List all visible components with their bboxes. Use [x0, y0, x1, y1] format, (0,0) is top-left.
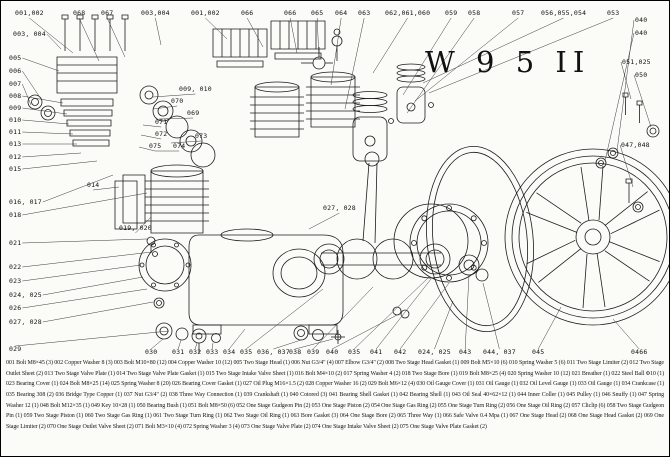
part-callout-069: 069 [187, 109, 200, 117]
leader-lines [15, 18, 651, 349]
part-callout-016-017: 016, 017 [9, 198, 42, 206]
part-callout-065: 065 [311, 9, 324, 17]
oil-plug [154, 298, 164, 308]
part-callout-036-037: 036, 037 [257, 348, 290, 356]
part-callout-068: 068 [73, 9, 86, 17]
part-callout-007: 007 [9, 80, 22, 88]
part-callout-039: 039 [307, 348, 320, 356]
part-callout-001-002: 001,002 [15, 9, 44, 17]
part-callout-041: 041 [370, 348, 383, 356]
part-callout-073: 073 [195, 132, 208, 140]
part-callout-040: 040 [326, 348, 339, 356]
pistons-and-rings [353, 64, 434, 161]
part-callout-066: 066 [241, 9, 254, 17]
part-callout-005: 005 [9, 54, 22, 62]
small-parts-right [596, 93, 659, 212]
part-callout-066: 066 [284, 9, 297, 17]
oil-gauge-parts [156, 323, 221, 353]
one-stage-bores [250, 72, 360, 137]
part-callout-035: 035 [240, 348, 253, 356]
part-callout-064: 064 [335, 9, 348, 17]
part-callout-013: 013 [9, 140, 22, 148]
bottom-fittings [294, 307, 409, 344]
three-way-fitting [301, 47, 333, 69]
part-callout-051-025: 051,025 [622, 58, 651, 66]
part-callout-056-055-054: 056,055,054 [541, 9, 587, 17]
valve-plate-stack [140, 86, 215, 167]
exploded-view-diagram: 001,002 068 067 003,004 001,002 066 066 065 064 0… [1, 1, 670, 359]
part-callout-057: 057 [512, 9, 525, 17]
breather-parts [147, 237, 158, 257]
part-callout-044-037: 044, 037 [483, 348, 516, 356]
model-title: W 9 5 II [425, 45, 591, 79]
part-callout-029: 029 [9, 345, 22, 353]
part-callout-062-061-060: 062,061,060 [385, 9, 431, 17]
part-callout-058: 058 [468, 9, 481, 17]
part-callout-040: 040 [635, 16, 648, 24]
part-callout-006: 006 [9, 67, 22, 75]
part-callout-072: 072 [155, 130, 168, 138]
drive-belt [418, 141, 543, 337]
part-callout-059: 059 [445, 9, 458, 17]
part-callout-053: 053 [607, 9, 620, 17]
diagram-line-art [1, 1, 670, 359]
two-stage-head-assembly [28, 57, 117, 146]
part-callout-070: 070 [171, 97, 184, 105]
part-callout-030: 030 [145, 348, 158, 356]
part-callout-027-028: 027, 028 [9, 318, 42, 326]
part-callout-042: 042 [394, 348, 407, 356]
part-callout-024-025: 024, 025 [418, 348, 451, 356]
part-callout-011: 011 [9, 128, 22, 136]
part-callout-001-002: 001,002 [191, 9, 220, 17]
part-callout-012: 012 [9, 153, 22, 161]
part-callout-033: 033 [206, 348, 219, 356]
two-stage-bore [145, 165, 209, 233]
part-callout-047-048: 047,048 [621, 141, 650, 149]
part-callout-003-004: 003, 004 [13, 30, 46, 38]
part-callout-045: 045 [532, 348, 545, 356]
part-callout-067: 067 [101, 9, 114, 17]
crankshaft-assembly [314, 152, 450, 279]
part-callout-026: 026 [9, 304, 22, 312]
part-callout-050: 050 [635, 71, 648, 79]
part-callout-035: 035 [348, 348, 361, 356]
part-callout-063: 063 [358, 9, 371, 17]
part-callout-031: 031 [172, 348, 185, 356]
part-callout-014: 014 [87, 181, 100, 189]
part-callout-019-020: 019, 020 [119, 224, 152, 232]
parts-list: 001 Bolt M8×45 (3) 002 Copper Washer 8 (… [6, 360, 664, 431]
bearing-cover-left [139, 239, 191, 291]
part-callout-0466: 0466 [631, 348, 648, 356]
flywheel-pulley [505, 149, 670, 325]
part-callout-074: 074 [173, 142, 186, 150]
part-callout-022: 022 [9, 263, 22, 271]
part-callout-009-010: 009, 010 [179, 85, 212, 93]
bearing-shell-group [394, 204, 488, 282]
part-callout-032: 032 [189, 348, 202, 356]
one-stage-heads [213, 21, 325, 67]
part-callout-034: 034 [223, 348, 236, 356]
crankcase [189, 229, 343, 334]
part-callout-015: 015 [9, 165, 22, 173]
part-callout-038: 038 [289, 348, 302, 356]
part-callout-008: 008 [9, 92, 22, 100]
part-callout-010: 010 [9, 116, 22, 124]
callout-layer: 001,002 068 067 003,004 001,002 066 066 065 064 0… [1, 1, 669, 359]
part-callout-040: 040 [635, 29, 648, 37]
part-callout-023: 023 [9, 277, 22, 285]
part-callout-009: 009 [9, 104, 22, 112]
part-callout-021: 021 [9, 239, 22, 247]
part-callout-024-025: 024, 025 [9, 291, 42, 299]
part-callout-071: 071 [155, 118, 168, 126]
part-callout-003-004: 003,004 [141, 9, 170, 17]
bore-gaskets [115, 175, 145, 229]
part-callout-027-028: 027, 028 [323, 204, 356, 212]
part-callout-043: 043 [459, 348, 472, 356]
part-callout-018: 018 [9, 211, 22, 219]
part-callout-075: 075 [149, 142, 162, 150]
